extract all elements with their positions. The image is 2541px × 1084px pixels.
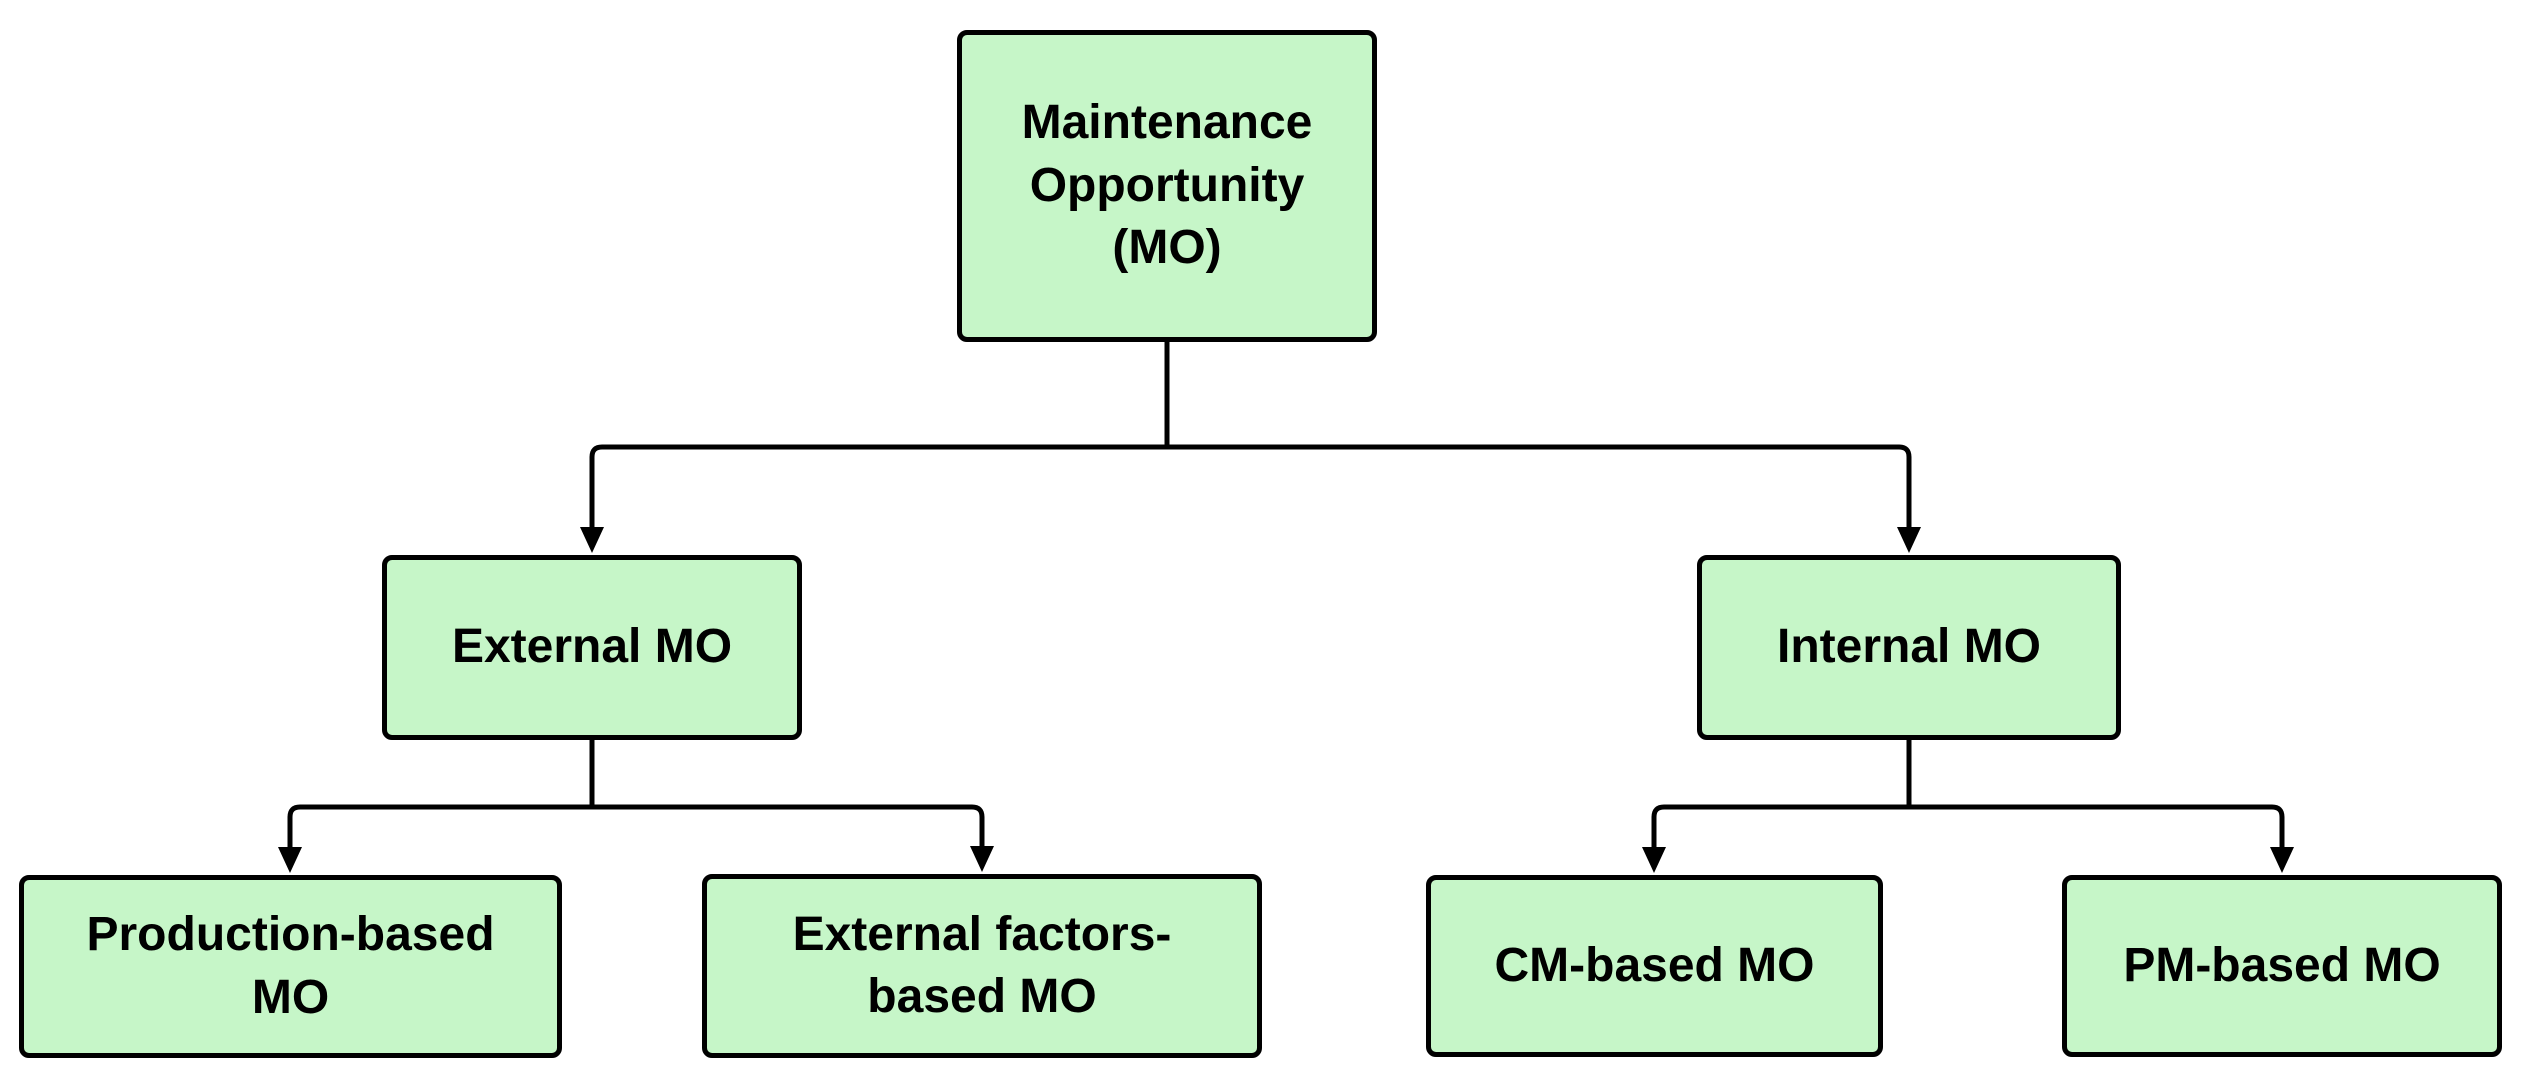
- edge-internal-pm: [1906, 804, 2285, 851]
- node-external-mo: External MO: [382, 555, 802, 740]
- node-cm-based-mo: CM-based MO: [1426, 875, 1883, 1057]
- edge-external-production: [287, 804, 595, 851]
- node-production-based-mo-label: Production-based MO: [86, 908, 495, 1024]
- edge-root-external: [589, 444, 1170, 531]
- node-external-factors-based-mo: External factors-based MO: [702, 874, 1262, 1058]
- edge-external-extfactors: [589, 804, 985, 851]
- node-external-factors-based-mo-label: External factors-based MO: [792, 907, 1172, 1023]
- arrowhead-cm: [1642, 847, 1666, 873]
- arrowhead-production: [278, 847, 302, 873]
- node-production-based-mo: Production-based MO: [19, 875, 562, 1058]
- arrowhead-extfactors: [970, 846, 994, 872]
- node-pm-based-mo-label: PM-based MO: [2123, 938, 2441, 992]
- node-pm-based-mo: PM-based MO: [2062, 875, 2502, 1057]
- node-maintenance-opportunity-label: Maintenance Opportunity (MO): [1021, 96, 1313, 275]
- node-maintenance-opportunity: Maintenance Opportunity (MO): [957, 30, 1377, 342]
- arrowhead-external: [580, 527, 604, 553]
- node-internal-mo: Internal MO: [1697, 555, 2121, 740]
- edge-internal-cm: [1651, 804, 1912, 851]
- node-external-mo-label: External MO: [451, 620, 733, 674]
- edge-root-internal: [1164, 444, 1912, 531]
- node-cm-based-mo-label: CM-based MO: [1494, 938, 1815, 992]
- arrowhead-internal: [1897, 527, 1921, 553]
- arrowhead-pm: [2270, 847, 2294, 873]
- node-internal-mo-label: Internal MO: [1776, 620, 2042, 674]
